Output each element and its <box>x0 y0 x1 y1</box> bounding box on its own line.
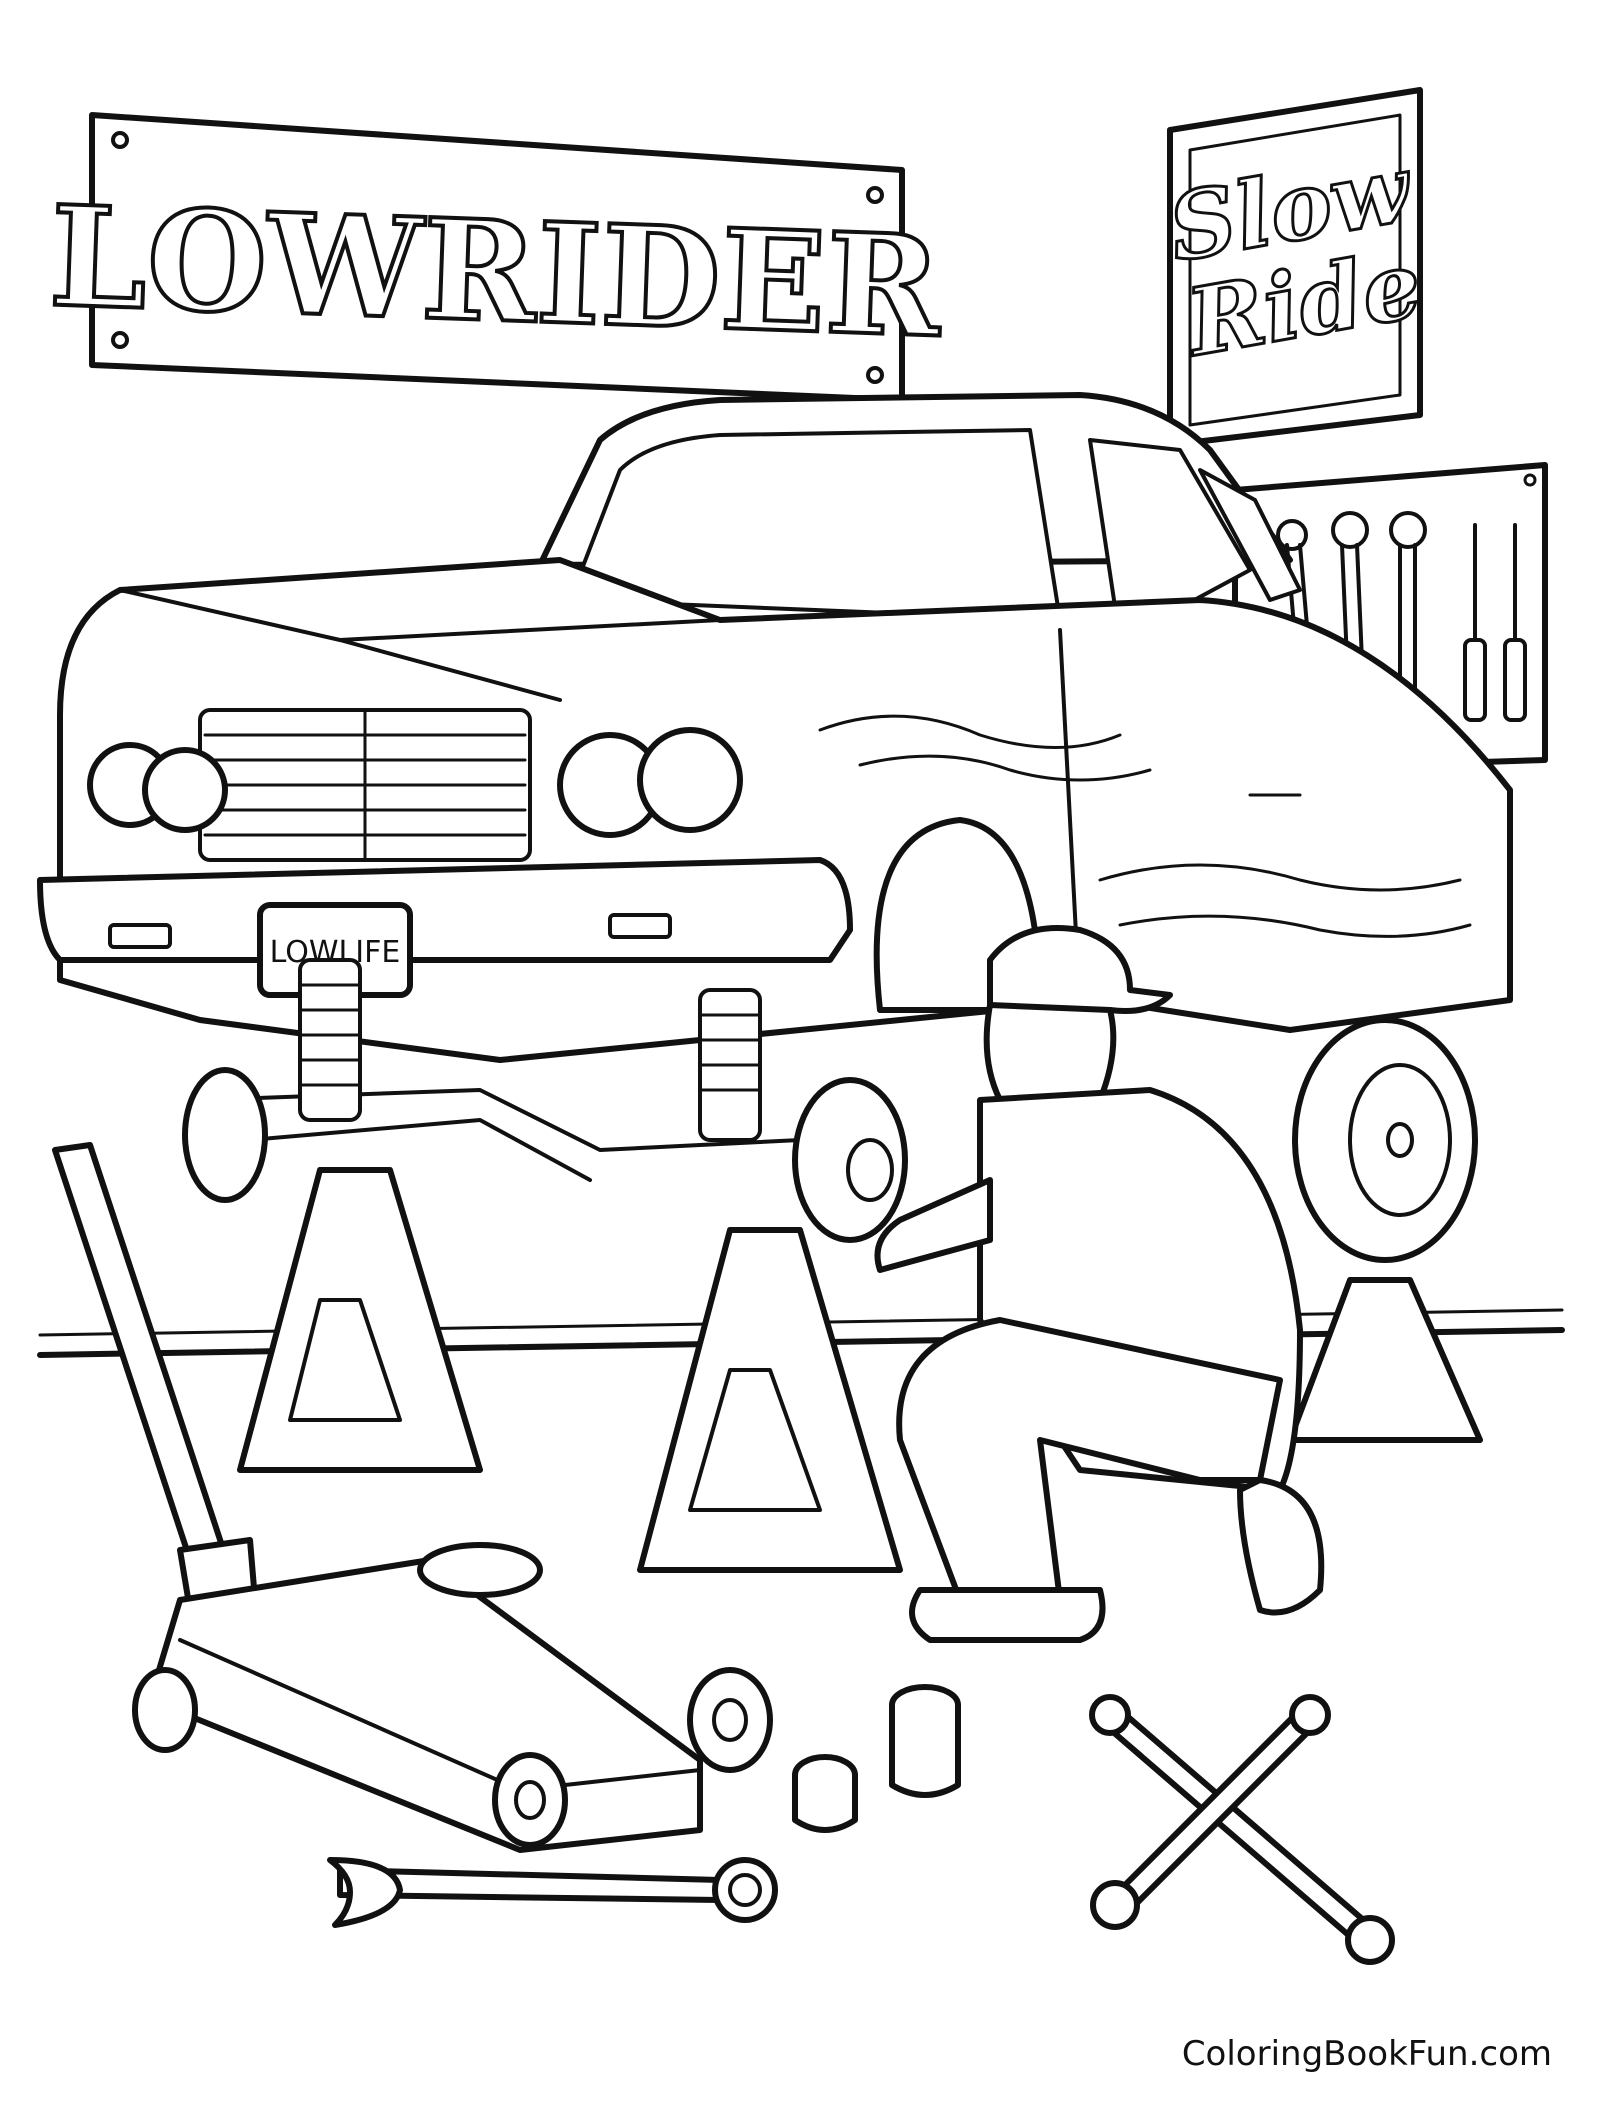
screwdriver-icon <box>1503 523 1527 722</box>
lowrider-car-icon: LOWLIFE <box>37 392 1513 1263</box>
wrench-icon <box>327 1857 778 1928</box>
banner-text: LOWRIDER <box>47 175 944 369</box>
mechanic-figure-icon <box>874 925 1325 1643</box>
jack-stand <box>237 1167 483 1473</box>
floor-jack-icon <box>52 1142 773 1853</box>
watermark: ColoringBookFun.com <box>1181 2034 1552 2074</box>
jack-stand <box>637 1227 903 1573</box>
socket-icon <box>889 1684 961 1798</box>
lug-wrench-icon <box>1089 1694 1395 1965</box>
socket-icon <box>792 1754 858 1833</box>
screwdriver-icon <box>1463 523 1487 722</box>
jack-stand <box>1287 1277 1483 1443</box>
slow-ride-sign: Slow Ride <box>1159 87 1431 448</box>
lowrider-banner-icon: LOWRIDER <box>45 112 947 403</box>
suspension <box>182 958 908 1243</box>
